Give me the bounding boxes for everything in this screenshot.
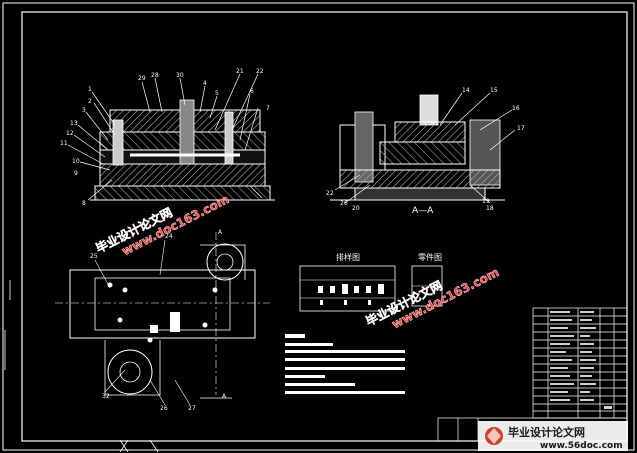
part-number-7: 7 <box>266 105 270 112</box>
plan-view <box>55 232 270 406</box>
part-number-11: 11 <box>60 140 68 147</box>
title-block <box>437 307 628 442</box>
part-number-6: 6 <box>250 88 254 95</box>
footer-brand-text: 毕业设计论文网 <box>508 425 585 439</box>
part-number-30: 30 <box>176 72 184 79</box>
part-number-26b: 26 <box>340 200 348 207</box>
footer-url: www.56doc.com <box>540 441 623 451</box>
part-number-20: 20 <box>352 205 360 212</box>
part-number-21: 21 <box>236 68 244 75</box>
part-number-1: 1 <box>88 86 92 93</box>
footer-brand: 毕业设计论文网 www.56doc.com <box>478 421 628 451</box>
part-number-24: 24 <box>165 233 173 240</box>
part-drawing-title: 零件图 <box>418 252 442 262</box>
part-number-8: 8 <box>82 200 86 207</box>
view-a-bottom-label: A <box>222 393 227 400</box>
part-number-9: 9 <box>74 170 78 177</box>
front-section-view: 1 2 3 13 12 11 10 9 8 29 28 30 21 4 5 22… <box>60 68 275 207</box>
part-number-4: 4 <box>203 80 207 87</box>
part-number-2: 2 <box>88 98 92 105</box>
part-number-22: 22 <box>256 68 264 75</box>
section-aa-label: A—A <box>412 206 434 216</box>
title-block-fill <box>550 311 612 409</box>
part-number-22b: 22 <box>326 190 334 197</box>
view-a-top-label: A <box>218 229 223 236</box>
part-number-26: 26 <box>160 405 168 412</box>
part-number-28: 28 <box>151 72 159 79</box>
part-number-27: 27 <box>188 405 196 412</box>
strip-layout-title: 排样图 <box>336 252 360 262</box>
part-number-19: 19 <box>482 198 490 205</box>
part-number-17: 17 <box>517 125 525 132</box>
part-number-29: 29 <box>138 75 146 82</box>
part-number-3: 3 <box>82 107 86 114</box>
part-number-32: 32 <box>102 393 110 400</box>
technical-notes <box>285 334 405 394</box>
part-number-18: 18 <box>486 205 494 212</box>
part-number-15: 15 <box>490 87 498 94</box>
part-number-12: 12 <box>66 130 74 137</box>
part-number-5: 5 <box>215 90 219 97</box>
part-number-16: 16 <box>512 105 520 112</box>
strip-layout-drawing <box>299 265 443 312</box>
part-number-14: 14 <box>462 87 470 94</box>
side-section-view: 14 15 16 17 18 19 20 22 26 A—A <box>326 87 525 216</box>
part-number-10: 10 <box>72 158 80 165</box>
part-number-25: 25 <box>90 253 98 260</box>
part-number-13: 13 <box>70 120 78 127</box>
